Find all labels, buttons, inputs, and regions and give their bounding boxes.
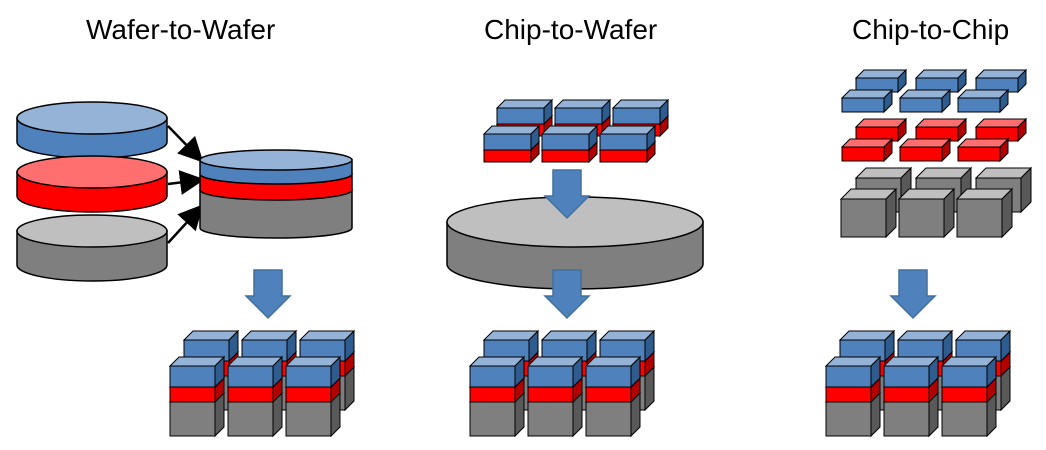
title-chip-to-wafer: Chip-to-Wafer — [484, 14, 658, 45]
c2c-front-chip — [882, 355, 940, 438]
chip-blue-layer — [284, 355, 342, 389]
chip-blue-layer — [482, 124, 541, 152]
wafer-to-wafer-panel — [16, 101, 356, 438]
wafer-red — [16, 155, 168, 213]
c2c-red-chip — [956, 137, 1010, 163]
c2w-top-front-chip — [482, 124, 541, 164]
c2c-gray-chip — [839, 187, 898, 239]
c2c-blue-chip — [840, 88, 894, 114]
down-arrow-w2w — [244, 269, 292, 320]
c2c-red-chip — [854, 117, 908, 143]
chip-blue-layer — [526, 355, 584, 389]
chip-blue-layer — [611, 98, 670, 126]
chip-blue-layer — [298, 329, 356, 363]
chip-blue-layer — [168, 355, 226, 389]
bonded-wafer-stack — [199, 149, 353, 239]
chip-blue-layer — [954, 329, 1012, 363]
chip-blue-layer — [824, 355, 882, 389]
chip-blue-layer — [598, 329, 656, 363]
wafer-gray — [16, 214, 168, 282]
c2c-blue-chip — [854, 68, 908, 94]
down-arrow-c2w-bottom — [543, 269, 591, 320]
chip-to-chip-panel — [824, 68, 1033, 438]
bond-arrow-gray — [167, 204, 204, 244]
c2w-front-chip — [468, 355, 526, 438]
chip-blue-layer — [553, 98, 612, 126]
chip-blue-layer — [482, 329, 540, 363]
chip-blue-layer — [896, 329, 954, 363]
w2w-front-chip — [168, 355, 226, 438]
chip-blue-layer — [182, 329, 240, 363]
down-arrow-c2w-top — [543, 169, 591, 220]
c2w-front-chip — [584, 355, 642, 438]
c2c-blue-chip — [914, 68, 968, 94]
c2w-top-front-chip — [598, 124, 657, 164]
down-arrow-c2c — [889, 269, 937, 320]
chip-blue-layer — [598, 124, 657, 152]
c2c-blue-chip — [898, 88, 952, 114]
bond-arrow-blue — [167, 125, 204, 163]
chip-blue-layer — [540, 124, 599, 152]
c2c-gray-chip — [897, 187, 956, 239]
c2w-top-front-chip — [540, 124, 599, 164]
chip-blue-layer — [882, 355, 940, 389]
wafer-blue — [16, 101, 168, 159]
w2w-front-chip — [226, 355, 284, 438]
chip-to-wafer-panel — [446, 98, 704, 438]
chip-blue-layer — [584, 355, 642, 389]
c2c-blue-chip — [974, 68, 1028, 94]
w2w-front-chip — [284, 355, 342, 438]
c2w-wafer — [446, 196, 704, 290]
chip-blue-layer — [540, 329, 598, 363]
chip-blue-layer — [495, 98, 554, 126]
c2w-front-chip — [526, 355, 584, 438]
title-chip-to-chip: Chip-to-Chip — [852, 14, 1010, 45]
c2c-red-chip — [840, 137, 894, 163]
chip-blue-layer — [226, 355, 284, 389]
chip-blue-layer — [838, 329, 896, 363]
title-wafer-to-wafer: Wafer-to-Wafer — [86, 14, 276, 45]
chip-blue-layer — [940, 355, 998, 389]
c2c-red-chip — [914, 117, 968, 143]
c2c-red-chip — [974, 117, 1028, 143]
bond-arrow-red — [167, 170, 205, 195]
c2c-gray-chip — [955, 187, 1014, 239]
c2c-front-chip — [824, 355, 882, 438]
c2c-front-chip — [940, 355, 998, 438]
c2c-red-chip — [898, 137, 952, 163]
c2c-blue-chip — [956, 88, 1010, 114]
chip-blue-layer — [468, 355, 526, 389]
